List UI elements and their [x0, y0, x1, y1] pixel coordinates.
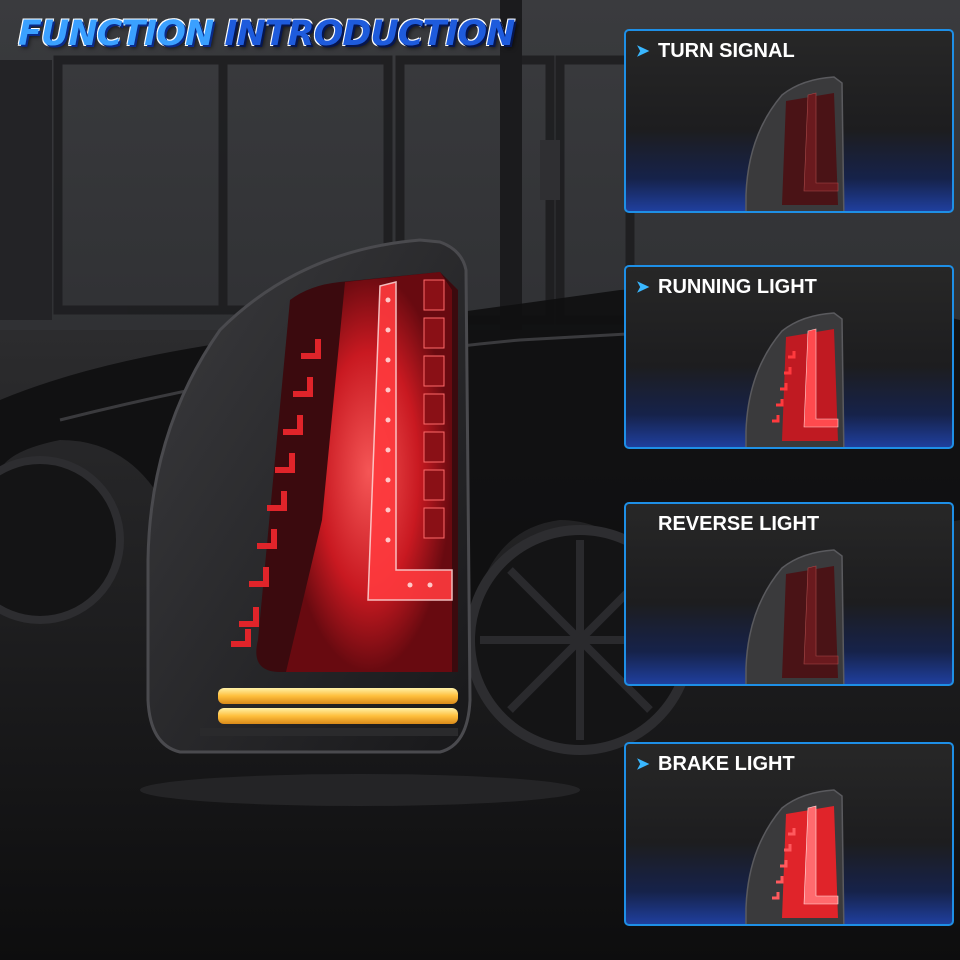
panel-label: ➤ TURN SIGNAL: [636, 40, 795, 63]
chevron-right-icon: ➤: [636, 755, 650, 773]
panel-label: ➤ BRAKE LIGHT: [636, 753, 795, 776]
panel-title-running-light: RUNNING LIGHT: [658, 276, 817, 298]
panel-title-turn-signal: TURN SIGNAL: [658, 40, 795, 62]
panel-turn-signal: ➤ TURN SIGNAL: [624, 29, 954, 213]
tail-lamp-brake-light-thumbnail: [745, 789, 845, 924]
tail-lamp-running-light-thumbnail: [745, 312, 845, 447]
chevron-right-icon: ➤: [636, 42, 650, 60]
chevron-right-icon: ➤: [636, 278, 650, 296]
panel-reverse-light: ➤ REVERSE LIGHT: [624, 502, 954, 686]
tail-lamp-reverse-light-thumbnail: [745, 549, 845, 684]
panel-title-brake-light: BRAKE LIGHT: [658, 753, 795, 775]
panel-running-light: ➤ RUNNING LIGHT: [624, 265, 954, 449]
panel-title-reverse-light: REVERSE LIGHT: [658, 513, 820, 535]
title-word-2: INTRODUCTION: [224, 14, 515, 54]
page-title: FUNCTION INTRODUCTION: [18, 14, 515, 54]
tail-lamp-turn-signal-thumbnail: [745, 76, 845, 211]
tail-lamp-main: [146, 238, 472, 754]
panel-label: ➤ RUNNING LIGHT: [636, 276, 817, 299]
panel-label: ➤ REVERSE LIGHT: [636, 513, 819, 536]
panel-brake-light: ➤ BRAKE LIGHT: [624, 742, 954, 926]
title-word-1: FUNCTION: [18, 14, 214, 54]
